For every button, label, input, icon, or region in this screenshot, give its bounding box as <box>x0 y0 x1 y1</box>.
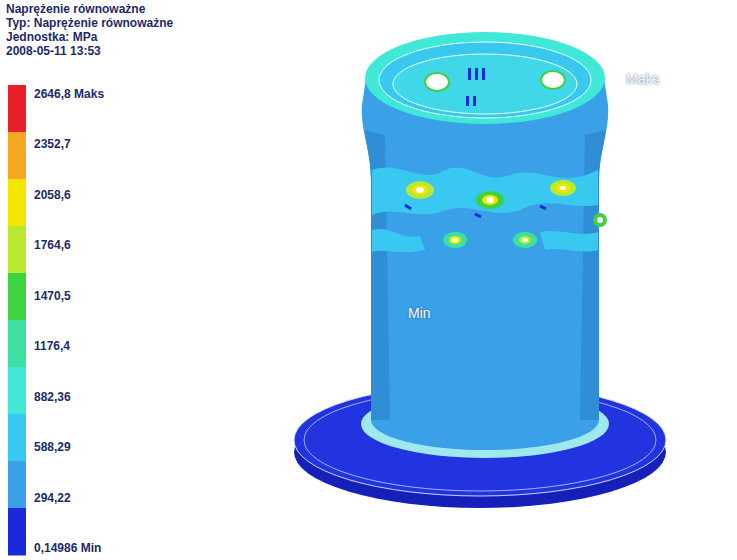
hole-hotspots <box>405 180 607 248</box>
color-bar <box>0 0 30 560</box>
legend-value: 1764,6 <box>34 238 71 252</box>
legend-value: 2646,8 Maks <box>34 87 104 101</box>
legend-value: 2058,6 <box>34 188 71 202</box>
top-rim <box>365 32 605 124</box>
legend-value: 1176,4 <box>34 339 70 353</box>
legend-swatch <box>8 85 26 133</box>
legend-swatch <box>8 367 26 415</box>
result-unit: Jednostka: MPa <box>6 30 97 44</box>
top-holes <box>425 68 565 106</box>
legend-value: 294,22 <box>34 491 71 505</box>
cylinder-body <box>362 78 608 420</box>
stress-patch <box>540 231 598 252</box>
legend-value: 882,36 <box>34 390 71 404</box>
min-marker: Min <box>408 306 431 320</box>
legend-swatch <box>8 273 26 321</box>
top-inner <box>379 42 591 118</box>
legend-value: 588,29 <box>34 440 71 454</box>
result-type: Typ: Naprężenie równoważne <box>6 16 173 30</box>
legend-swatch <box>8 179 26 227</box>
legend-swatch <box>8 461 26 509</box>
legend-swatch <box>8 508 26 556</box>
result-date: 2008-05-11 13:53 <box>6 44 101 58</box>
max-marker: Maks <box>626 72 659 86</box>
result-title: Naprężenie równoważne <box>6 2 145 16</box>
legend-value: 1470,5 <box>34 289 71 303</box>
legend-swatch <box>8 132 26 180</box>
legend-value: 0,14986 Min <box>34 541 101 555</box>
top-bore <box>393 54 577 114</box>
legend-swatch <box>8 320 26 368</box>
legend-value: 2352,7 <box>34 137 71 151</box>
stress-patch <box>372 168 598 215</box>
stress-patch <box>372 229 425 252</box>
legend-swatch <box>8 226 26 274</box>
legend-swatch <box>8 414 26 462</box>
